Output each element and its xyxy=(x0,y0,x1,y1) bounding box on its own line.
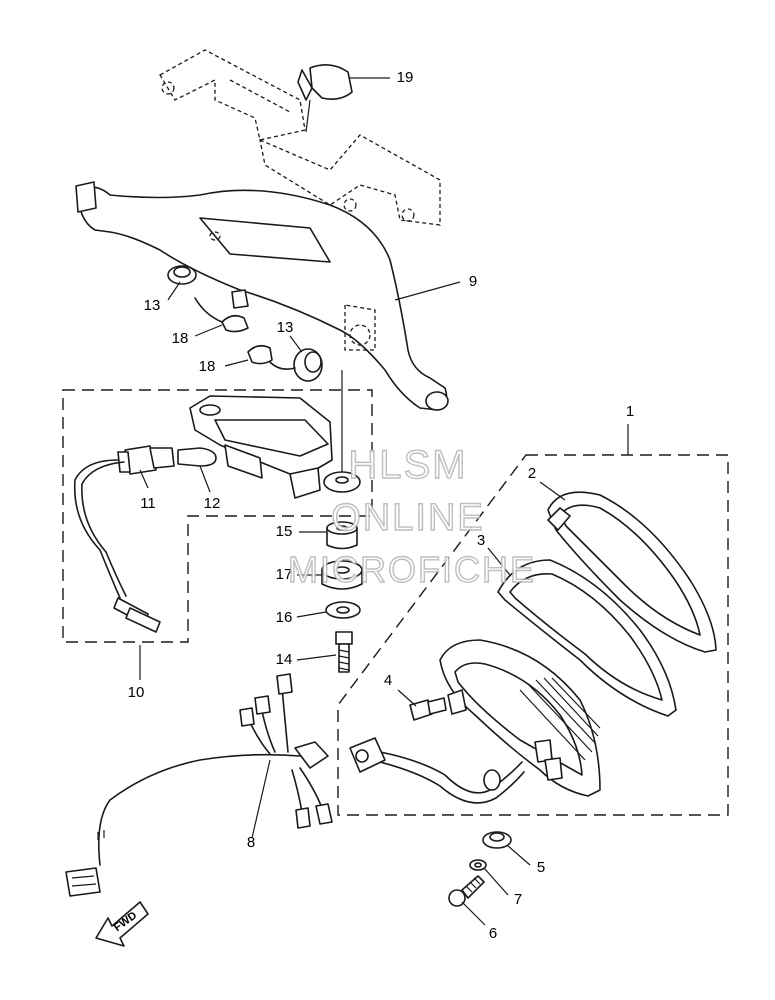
watermark: HLSM ONLINE MICROFICHE xyxy=(287,442,536,590)
callout-16: 16 xyxy=(276,609,293,626)
damper xyxy=(321,560,363,590)
callout-8: 8 xyxy=(247,834,255,851)
spacer-washer xyxy=(326,521,358,550)
callout-18-upper: 18 xyxy=(172,330,189,347)
callout-13-upper: 13 xyxy=(144,297,161,314)
callout-labels: 19 9 13 18 13 18 11 12 10 15 17 16 14 1 … xyxy=(128,69,635,942)
license-lamp-group-box xyxy=(62,389,373,643)
callout-1: 1 xyxy=(626,403,634,420)
callout-15: 15 xyxy=(276,523,293,540)
callout-19: 19 xyxy=(397,69,414,86)
watermark-line-3: MICROFICHE xyxy=(288,549,536,590)
grommet-lower xyxy=(293,348,323,382)
callout-5: 5 xyxy=(537,859,545,876)
lamp-grommet xyxy=(482,831,512,849)
callout-13-lower: 13 xyxy=(277,319,294,336)
wire-harness xyxy=(65,673,333,897)
grommet-upper xyxy=(167,265,197,285)
callout-18-lower: 18 xyxy=(199,358,216,375)
callout-3: 3 xyxy=(477,532,485,549)
wire-clip xyxy=(297,64,353,133)
callout-14: 14 xyxy=(276,651,293,668)
watermark-line-2: ONLINE xyxy=(331,497,484,539)
bulb-socket xyxy=(117,445,175,475)
lens xyxy=(547,491,717,653)
callout-4: 4 xyxy=(384,672,392,689)
callout-12: 12 xyxy=(204,495,221,512)
callout-9: 9 xyxy=(469,273,477,290)
callout-11: 11 xyxy=(140,495,156,512)
callout-17: 17 xyxy=(276,566,293,583)
tail-light-housing xyxy=(75,181,449,411)
wire-holder-upper xyxy=(194,297,249,333)
license-lamp xyxy=(189,395,333,499)
tail-lamp-screw xyxy=(409,697,447,721)
watermark-line-1: HLSM xyxy=(348,443,467,487)
forward-direction-arrow: FWD xyxy=(95,901,149,947)
lamp-lead-wire xyxy=(73,459,161,633)
callout-leaders xyxy=(139,77,629,926)
mounting-bracket xyxy=(159,49,441,226)
washer xyxy=(325,601,361,619)
bolt xyxy=(335,631,353,673)
tail-lamp-base xyxy=(439,639,601,797)
callout-10: 10 xyxy=(128,684,145,701)
tail-lamp-lead xyxy=(349,737,525,804)
wire-holder-lower xyxy=(247,344,296,370)
lamp-washer xyxy=(469,859,487,871)
lens-gasket xyxy=(497,559,677,717)
callout-6: 6 xyxy=(489,925,497,942)
callout-2: 2 xyxy=(528,465,536,482)
lamp-bulb xyxy=(177,447,217,467)
lamp-screw xyxy=(448,875,485,907)
callout-7: 7 xyxy=(514,891,522,908)
